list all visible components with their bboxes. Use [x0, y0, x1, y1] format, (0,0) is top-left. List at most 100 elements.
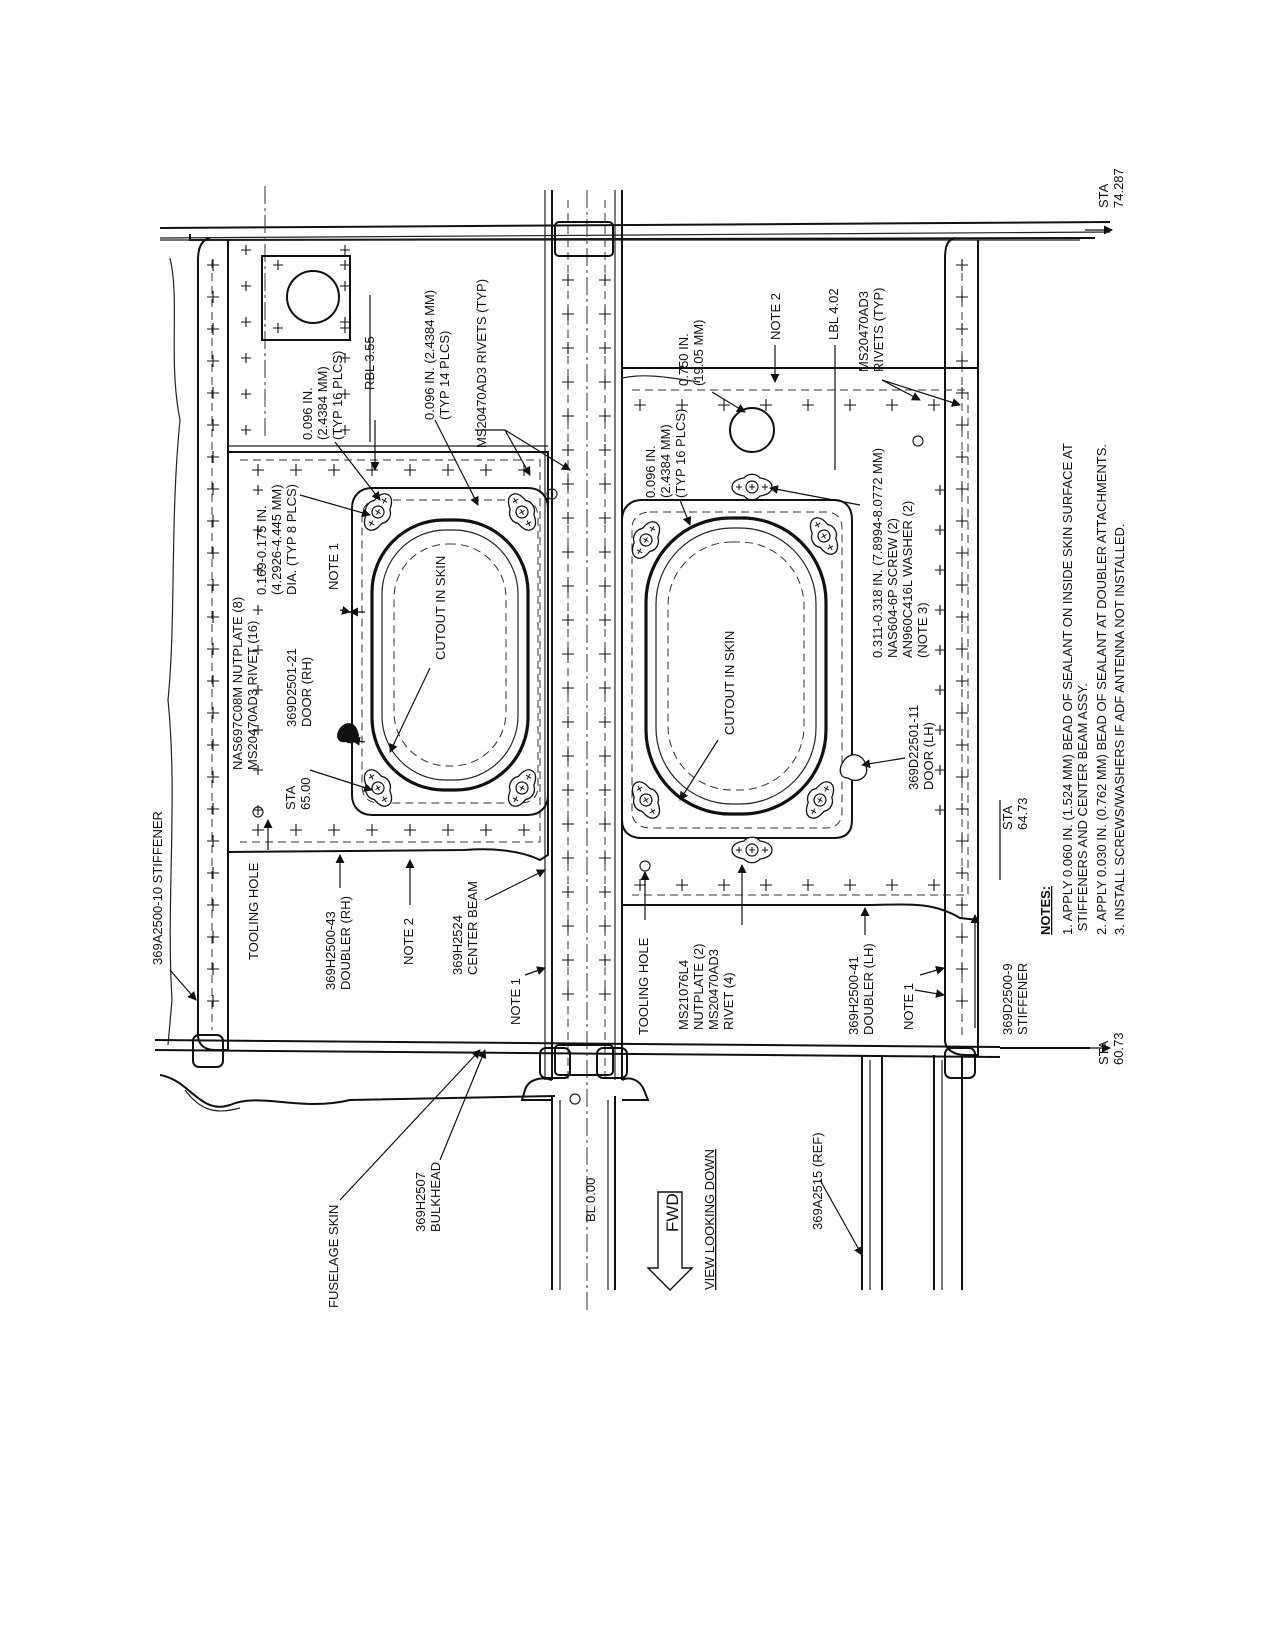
stiffener-9	[944, 237, 979, 1056]
doubler-lh-label: 369H2500-41DOUBLER (LH)	[846, 943, 876, 1035]
rivet-mark	[599, 478, 611, 490]
fwd-label: FWD	[663, 1193, 682, 1232]
rivet-mark	[253, 685, 263, 695]
rivet-mark	[676, 399, 688, 411]
note2-lh-label: NOTE 2	[768, 293, 783, 340]
ref-label: 369A2515 (REF)	[810, 1132, 825, 1230]
cutout-lh-label: CUTOUT IN SKIN	[722, 631, 737, 735]
rivet-mark	[207, 899, 219, 911]
rivet-mark	[599, 784, 611, 796]
doubler-lh	[622, 367, 979, 922]
rivet-mark	[207, 835, 219, 847]
sta-65-label: STA65.00	[283, 777, 313, 810]
rivet-mark	[404, 824, 416, 836]
rivet-mark	[562, 546, 574, 558]
rivet-mark	[599, 750, 611, 762]
rivet-mark	[207, 867, 219, 879]
rivet-mark	[207, 515, 219, 527]
door-rh-plate	[351, 487, 549, 816]
dia-label: 0.169-0.175 IN.(4.2926-4.445 MM)DIA. (TY…	[254, 484, 299, 595]
door-lh-plate	[621, 499, 853, 839]
rivet-mark	[252, 464, 264, 476]
rivet-mark	[956, 259, 968, 271]
rivet-mark	[956, 675, 968, 687]
rivet-mark	[599, 716, 611, 728]
rivet-mark	[252, 824, 264, 836]
rivet-mark	[844, 879, 856, 891]
rivet-mark	[207, 355, 219, 367]
rivet-mark	[760, 399, 772, 411]
rivet-mark	[599, 546, 611, 558]
rivet-mark	[935, 645, 945, 655]
nutplate-icon	[363, 769, 393, 807]
rivet-mark	[207, 291, 219, 303]
rivet-mark	[241, 317, 251, 327]
rivet-mark	[956, 355, 968, 367]
rivet-mark	[599, 512, 611, 524]
rivet-mark	[340, 389, 350, 399]
rivet-mark	[253, 765, 263, 775]
rivet-mark	[634, 879, 646, 891]
rivet-mark	[599, 852, 611, 864]
rivet-mark	[718, 399, 730, 411]
rivet-mark	[290, 824, 302, 836]
rivet-mark	[253, 565, 263, 575]
rivet-mark	[442, 824, 454, 836]
doubler-rh-label: 369H2500-43DOUBLER (RH)	[323, 896, 353, 990]
rivet-mark	[273, 323, 283, 333]
rivet-mark	[935, 805, 945, 815]
rivet-mark	[935, 765, 945, 775]
rivet-mark	[290, 464, 302, 476]
fwd-arrow	[646, 1191, 694, 1291]
rivets-14-label: 0.096 IN. (2.4384 MM)(TYP 14 PLCS)	[422, 290, 452, 420]
lbl-label: LBL 4.02	[826, 288, 841, 340]
rivet-mark	[562, 852, 574, 864]
rivet-mark	[253, 525, 263, 535]
rivet-mark	[956, 931, 968, 943]
note-item-1: 1. APPLY 0.060 IN. (1.524 MM) BEAD OF SE…	[1060, 443, 1090, 935]
rivet-mark	[207, 643, 219, 655]
rivet-mark	[562, 954, 574, 966]
rivet-mark	[207, 771, 219, 783]
nutplate-icon	[731, 836, 773, 864]
rivet-mark	[207, 803, 219, 815]
rivet-mark	[207, 451, 219, 463]
rivet-mark	[956, 323, 968, 335]
nutplate-group	[363, 473, 839, 864]
rivet-mark	[599, 444, 611, 456]
rivet-mark	[340, 281, 350, 291]
rivet-mark	[599, 818, 611, 830]
cutout-lh	[644, 516, 828, 816]
tooling-hole-rh-label: TOOLING HOLE	[246, 862, 261, 960]
hole-750	[729, 407, 775, 453]
rivet-mark	[366, 824, 378, 836]
nutplate-icon	[363, 493, 393, 531]
rivet-mark	[956, 739, 968, 751]
rivet-mark	[562, 648, 574, 660]
rivet-pattern	[207, 245, 968, 1007]
rivet-mark	[599, 274, 611, 286]
rivet-mark	[562, 580, 574, 592]
rivet-mark	[956, 707, 968, 719]
ms-rivets-typ-label: MS20470AD3 RIVETS (TYP)	[474, 279, 489, 448]
fuselage-skin-lower-edge	[159, 1074, 556, 1108]
nutplate-icon	[809, 517, 839, 555]
nutplate-icon	[631, 521, 661, 559]
rivet-size-lh-label: 0.096 IN.(2.4384 MM)(TYP 16 PLCS)	[643, 409, 688, 498]
rivet-mark	[340, 425, 350, 435]
rivet-mark	[207, 579, 219, 591]
sta-6073-label: STA60.73	[1096, 1032, 1126, 1065]
rivet-mark	[562, 614, 574, 626]
rivet-mark	[599, 682, 611, 694]
rivet-mark	[253, 725, 263, 735]
screw-label: 0.311-0.318 IN. (7.8994-8.0772 MM)NAS604…	[870, 448, 930, 658]
rivet-mark	[241, 389, 251, 399]
rivet-mark	[562, 274, 574, 286]
rivet-mark	[956, 835, 968, 847]
rivet-mark	[480, 824, 492, 836]
rivet-mark	[207, 323, 219, 335]
rivet-mark	[340, 323, 350, 333]
nutplate-lh-label: MS21076L4NUTPLATE (2)MS20470AD3RIVET (4)	[676, 944, 736, 1030]
rivet-mark	[562, 750, 574, 762]
rivet-mark	[241, 353, 251, 363]
